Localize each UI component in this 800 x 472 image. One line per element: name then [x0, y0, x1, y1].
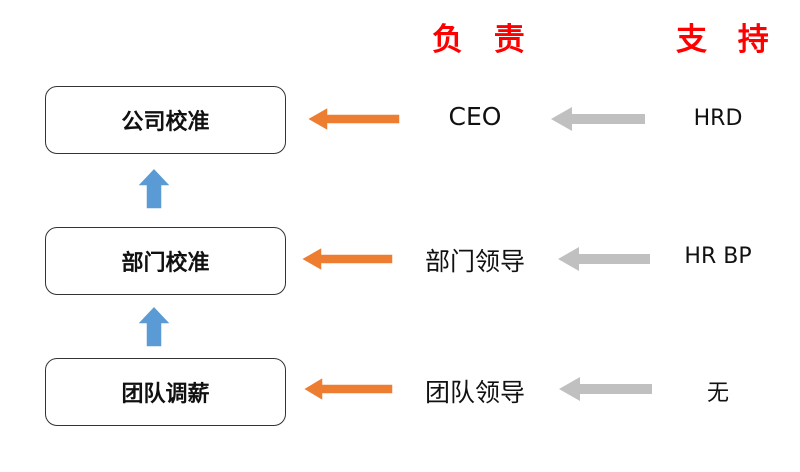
header-support: 支 持 — [676, 22, 779, 58]
level-box-department: 部门校准 — [45, 227, 286, 295]
orange-arrow-1 — [305, 105, 401, 133]
blue-up-arrow-1 — [135, 166, 173, 210]
support-hrbp: HR BP — [684, 244, 752, 269]
gray-arrow-1 — [551, 107, 645, 131]
gray-arrow-2 — [558, 247, 650, 271]
level-box-team: 团队调薪 — [45, 358, 286, 426]
gray-arrow-3 — [559, 377, 652, 401]
responsible-dept-leader: 部门领导 — [424, 247, 525, 276]
orange-arrow-3 — [301, 375, 394, 403]
support-hrd: HRD — [693, 106, 743, 131]
responsible-team-leader: 团队领导 — [424, 378, 525, 407]
orange-arrow-2 — [299, 245, 394, 273]
responsible-ceo: CEO — [448, 102, 502, 131]
header-responsible: 负 责 — [432, 22, 535, 58]
blue-up-arrow-2 — [135, 304, 173, 348]
support-none: 无 — [706, 381, 729, 406]
level-box-company: 公司校准 — [45, 86, 286, 154]
